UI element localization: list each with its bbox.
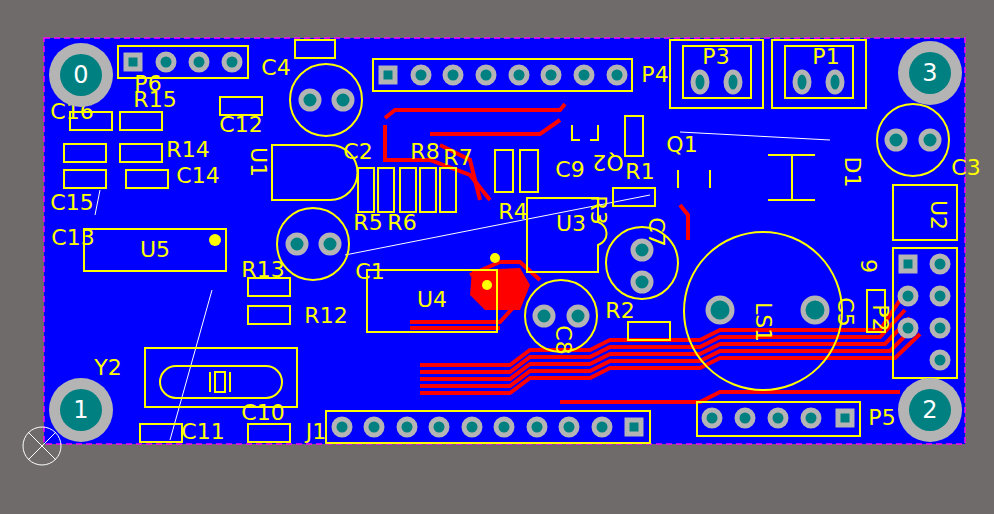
component-label: C8 xyxy=(552,325,574,354)
component-label: LS1 xyxy=(752,302,774,342)
component-label: R5 xyxy=(353,212,382,234)
component-label: C7 xyxy=(645,217,667,246)
component-label: C1 xyxy=(355,261,384,283)
component-label: Q2 xyxy=(592,151,623,173)
component-label: R1 xyxy=(625,161,654,183)
component-label: C3 xyxy=(951,157,980,179)
component-label: R14 xyxy=(166,139,209,161)
component-label: R2 xyxy=(605,300,634,322)
component-label: R4 xyxy=(498,201,527,223)
component-label: R7 xyxy=(443,147,472,169)
component-label: C13 xyxy=(51,227,94,249)
component-label: C5 xyxy=(834,297,856,326)
component-label: C15 xyxy=(50,192,93,214)
component-label: Y2 xyxy=(94,357,121,379)
component-label: P2 xyxy=(869,304,891,331)
mounting-hole: 1 xyxy=(48,377,114,443)
component-label: C11 xyxy=(181,421,224,443)
component-label: C9 xyxy=(555,159,584,181)
mounting-hole: 0 xyxy=(48,42,114,108)
component-label: C2 xyxy=(343,141,372,163)
component-label: R8 xyxy=(410,141,439,163)
component-label: R3 xyxy=(587,195,609,224)
component-label: P5 xyxy=(868,407,895,429)
component-label: P1 xyxy=(812,46,839,68)
component-label: C4 xyxy=(261,57,290,79)
hole-number: 3 xyxy=(922,61,937,85)
hole-number: 0 xyxy=(73,63,88,87)
component-label: D1 xyxy=(841,157,863,188)
component-label: J1 xyxy=(306,421,327,443)
component-label: U4 xyxy=(417,289,447,311)
component-label: C14 xyxy=(176,165,219,187)
component-label: R13 xyxy=(241,259,284,281)
component-label: U1 xyxy=(247,147,269,177)
speaker-outline: LS1 xyxy=(683,231,843,391)
mounting-hole: 3 xyxy=(897,40,963,106)
mounting-hole: 2 xyxy=(897,377,963,443)
ic-outline: U5 xyxy=(83,228,227,272)
hole-number: 1 xyxy=(73,398,88,422)
component-label: P4 xyxy=(641,64,668,86)
component-label: R12 xyxy=(304,305,347,327)
component-label: C12 xyxy=(219,114,262,136)
component-label: U3 xyxy=(556,213,586,235)
component-label: U5 xyxy=(140,239,170,261)
component-label: P3 xyxy=(702,46,729,68)
component-label: R15 xyxy=(133,89,176,111)
component-label: Q1 xyxy=(666,134,697,156)
component-label: C10 xyxy=(241,402,284,424)
hole-number: 2 xyxy=(922,398,937,422)
component-label: R6 xyxy=(387,212,416,234)
component-label: U2 xyxy=(927,200,949,230)
component-label: 9 xyxy=(857,259,879,273)
